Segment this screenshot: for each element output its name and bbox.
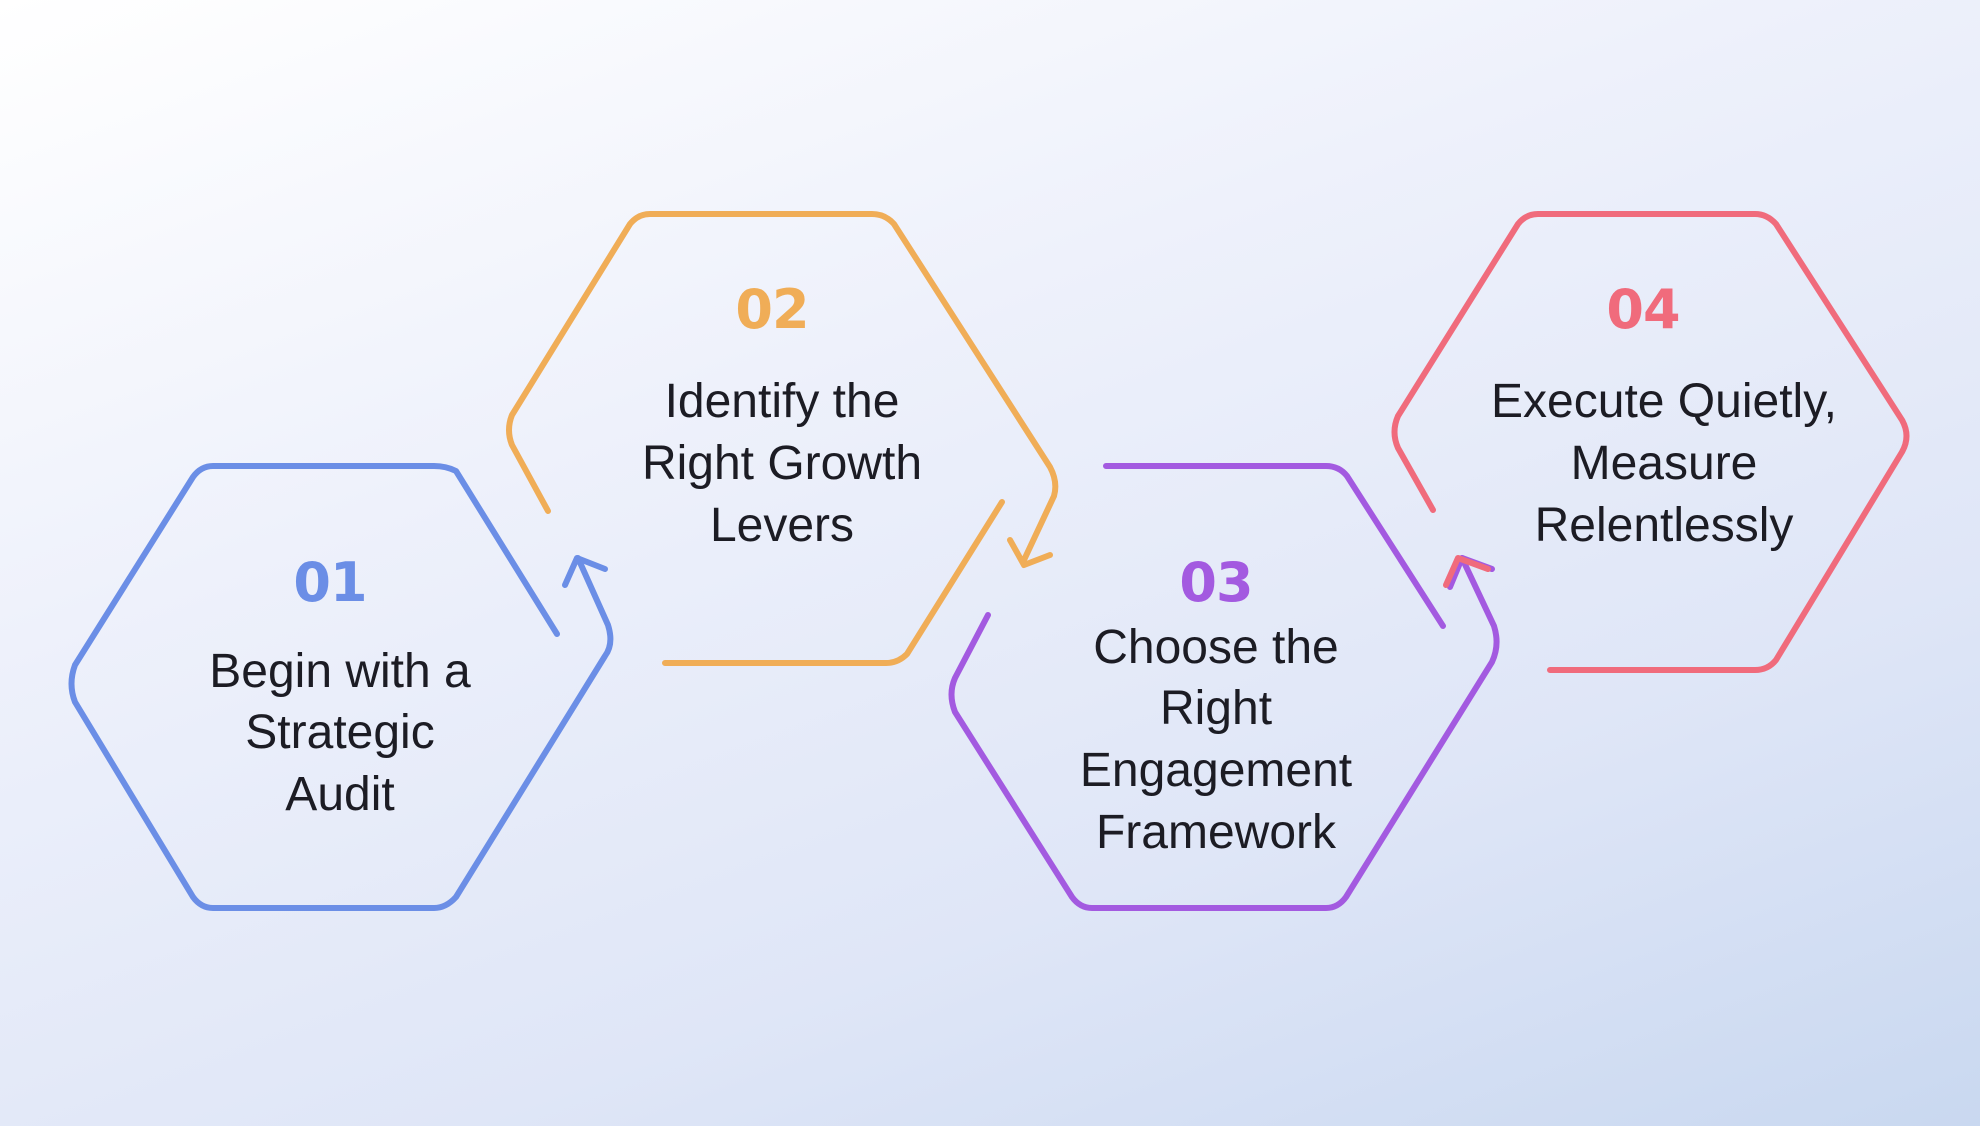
- step-02: 02 Identify the Right Growth Levers: [506, 211, 1059, 666]
- step-number-03: 03: [1179, 551, 1252, 614]
- step-01: 01 Begin with a Strategic Audit: [68, 463, 614, 911]
- hexagon-outline-02-lower: [662, 499, 1005, 666]
- step-label-01-line-1: Begin with a: [209, 645, 471, 698]
- hexagon-outline-03: [1103, 463, 1446, 629]
- step-label-01-line-3: Audit: [285, 768, 394, 821]
- step-label-02-line-3: Levers: [710, 499, 854, 552]
- arrow-head-02-icon: [1007, 537, 1053, 568]
- step-label-04-line-1: Execute Quietly,: [1491, 375, 1837, 428]
- step-label-03-line-1: Choose the: [1093, 621, 1339, 674]
- hexagon-outline-03-lower: [948, 555, 1500, 911]
- step-label-02-line-2: Right Growth: [642, 437, 922, 490]
- step-label-02-line-1: Identify the: [665, 375, 900, 428]
- step-label-01-line-2: Strategic: [245, 706, 434, 759]
- step-label-03-line-2: Right: [1160, 682, 1272, 735]
- step-label-04-line-3: Relentlessly: [1535, 499, 1794, 552]
- step-label-03-line-3: Engagement: [1080, 744, 1352, 797]
- arrow-head-01-icon: [562, 555, 608, 588]
- hexagon-outline-01: [68, 463, 614, 911]
- step-number-01: 01: [293, 551, 366, 614]
- step-03: 03 Choose the Right Engagement Framework: [948, 463, 1500, 911]
- step-number-04: 04: [1606, 278, 1679, 341]
- hexagon-outline-04: [1391, 211, 1910, 673]
- step-number-02: 02: [735, 278, 808, 341]
- step-label-04-line-2: Measure: [1571, 437, 1758, 490]
- hexagon-outline-02: [506, 211, 1059, 563]
- arrow-head-04-icon: [1443, 555, 1491, 588]
- step-label-03-line-4: Framework: [1096, 806, 1337, 859]
- step-04: 04 Execute Quietly, Measure Relentlessly: [1391, 211, 1910, 673]
